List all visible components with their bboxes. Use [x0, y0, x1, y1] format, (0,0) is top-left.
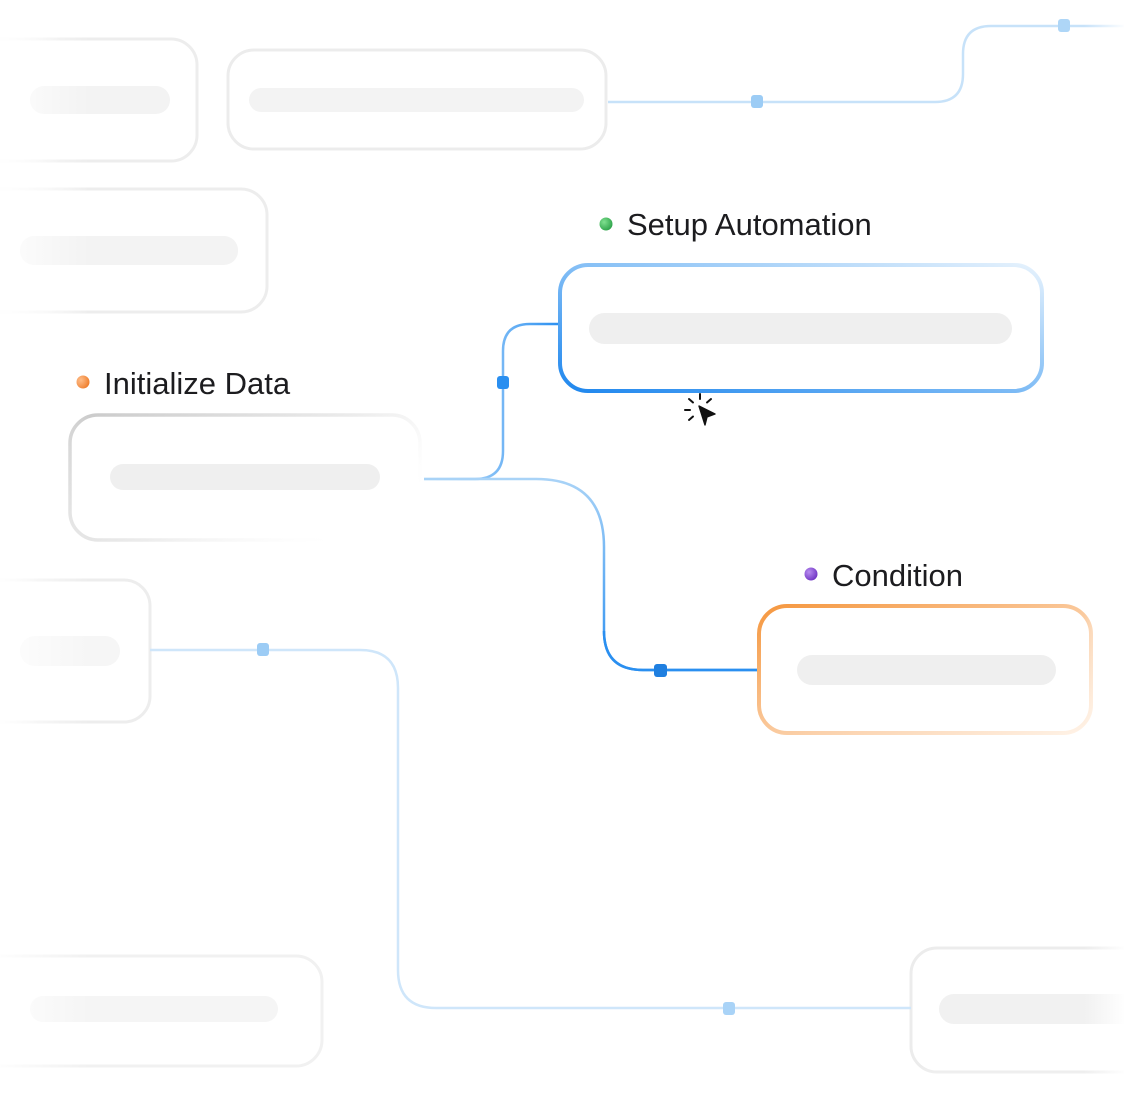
- ghost-connector-top: [608, 24, 1124, 104]
- node-title-condition: Condition: [832, 558, 963, 593]
- node-title-setup-automation: Setup Automation: [627, 207, 872, 242]
- status-dot-green: [599, 217, 613, 231]
- ghost-connector-left-handle[interactable]: [257, 643, 269, 656]
- ghost-node-bottom-left: [0, 954, 324, 1068]
- ghost-node-bottom-right: [909, 946, 1124, 1074]
- ghost-connector-bottom-handle[interactable]: [723, 1002, 735, 1015]
- connector-init-to-setup-handle[interactable]: [497, 376, 509, 389]
- click-cursor-icon: [684, 393, 716, 426]
- node-initialize-data[interactable]: Initialize Data: [68, 366, 422, 542]
- ghost-node-left-2: [0, 187, 269, 314]
- placeholder-bar: [110, 464, 380, 490]
- connector-init-to-setup: [424, 322, 560, 481]
- ghost-connector-top-end-handle[interactable]: [1058, 19, 1070, 32]
- ghost-connector-left: [150, 648, 911, 1010]
- ghost-node-left-3: [0, 578, 152, 724]
- connector-init-to-condition: [424, 477, 758, 672]
- ghost-connector-top-handle[interactable]: [751, 95, 763, 108]
- connector-init-to-condition-handle[interactable]: [654, 664, 667, 677]
- node-setup-automation[interactable]: Setup Automation: [558, 207, 1044, 393]
- node-title-initialize-data: Initialize Data: [104, 366, 291, 401]
- placeholder-bar: [589, 313, 1012, 344]
- placeholder-bar: [797, 655, 1056, 685]
- status-dot-orange: [76, 375, 90, 389]
- ghost-node-top-left: [0, 37, 199, 163]
- status-dot-purple: [804, 567, 818, 581]
- ghost-node-top-center: [226, 48, 608, 151]
- node-condition[interactable]: Condition: [757, 558, 1093, 735]
